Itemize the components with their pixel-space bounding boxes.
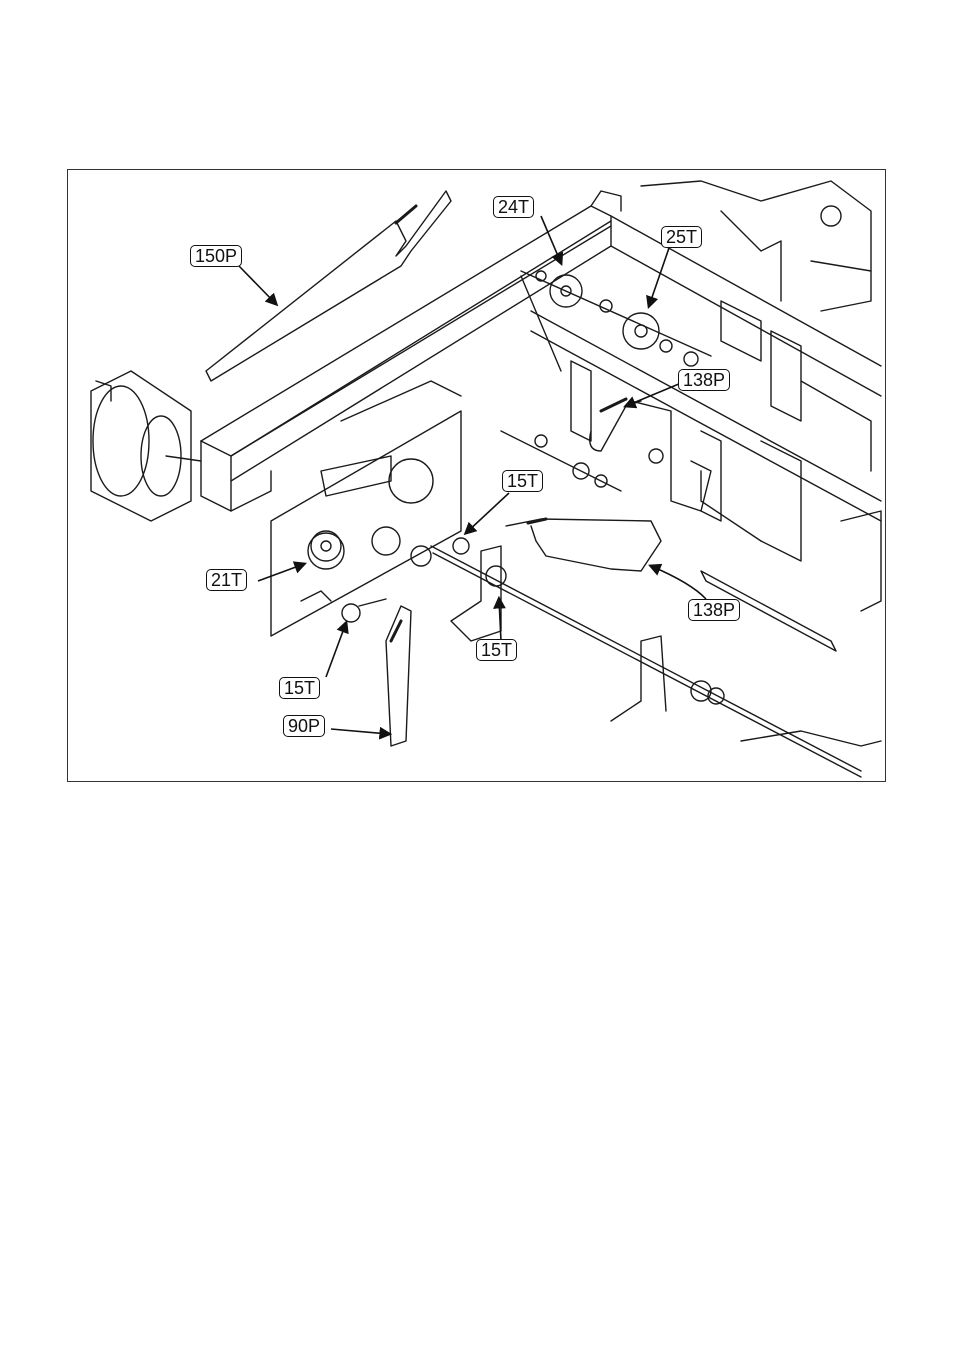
callout-138P-right: 138P [688, 599, 740, 621]
chain-138P-top [521, 276, 641, 451]
leader-15T-left [326, 623, 346, 677]
gearbox [91, 371, 201, 521]
callout-15T-left: 15T [279, 677, 320, 699]
callout-90P: 90P [283, 715, 325, 737]
leader-138P-right [651, 566, 706, 599]
parts-diagram-frame: 150P 24T 25T 138P 15T 21T 138P 15T 15T 9… [67, 169, 886, 782]
leader-90P [331, 729, 389, 734]
callout-15T-mid: 15T [502, 470, 543, 492]
chain-90P [386, 606, 411, 746]
callout-24T: 24T [493, 196, 534, 218]
leader-24T [541, 216, 561, 263]
cross-members [531, 181, 881, 611]
sprocket-21T [311, 531, 341, 561]
sprocket-15T-left [342, 599, 386, 622]
chain-150P [206, 191, 451, 381]
leader-138P-top [626, 381, 686, 406]
leader-15T-mid [466, 493, 509, 533]
chain-138P-right [506, 519, 661, 571]
leader-150P [239, 266, 276, 304]
sprocket-15T-mid [453, 538, 469, 554]
callout-25T: 25T [661, 226, 702, 248]
leader-21T [258, 564, 304, 581]
callout-21T: 21T [206, 569, 247, 591]
lower-shaft-assembly [431, 546, 881, 777]
callout-138P-top: 138P [678, 369, 730, 391]
callout-150P: 150P [190, 245, 242, 267]
callout-15T-lower: 15T [476, 639, 517, 661]
main-frame-beam [201, 191, 881, 511]
side-mounting-plate [271, 381, 461, 636]
